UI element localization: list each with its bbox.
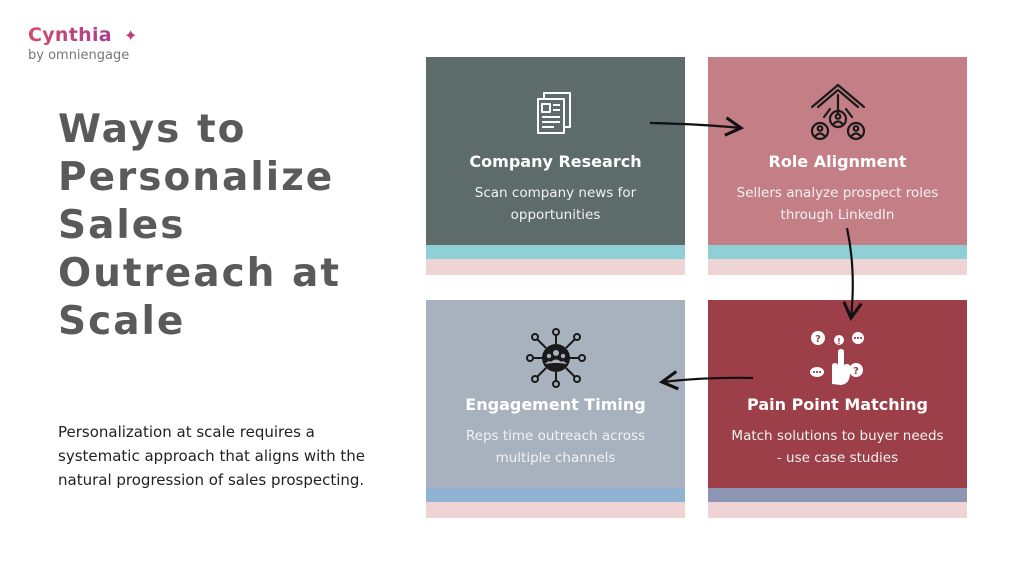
card-stripe bbox=[426, 245, 685, 259]
card-company-research: Company Research Scan company news for o… bbox=[426, 57, 685, 275]
card-band bbox=[426, 502, 685, 518]
description-text: Personalization at scale requires a syst… bbox=[58, 423, 366, 489]
title-line: Personalize bbox=[58, 155, 335, 200]
card-band bbox=[426, 259, 685, 275]
card-text: Match solutions to buyer needs - use cas… bbox=[731, 428, 944, 466]
card-title: Pain Point Matching bbox=[747, 395, 928, 414]
card-body bbox=[708, 57, 967, 245]
card-text: Sellers analyze prospect roles through L… bbox=[736, 185, 939, 223]
card-pain-point-matching: ? ? ! Pain Point Matching Match solution… bbox=[708, 300, 967, 518]
title-line: Ways to bbox=[58, 107, 247, 152]
card-body bbox=[426, 300, 685, 488]
hand-questions-icon: ? ? ! bbox=[809, 331, 864, 385]
newspaper-icon bbox=[536, 92, 571, 134]
card-title: Engagement Timing bbox=[465, 395, 646, 414]
title-line: Sales bbox=[58, 203, 186, 248]
card-stripe bbox=[708, 245, 967, 259]
svg-text:!: ! bbox=[837, 337, 841, 346]
card-body bbox=[708, 300, 967, 488]
brand-name: Cynthia bbox=[28, 24, 129, 46]
card-stripe bbox=[426, 488, 685, 502]
card-text: Scan company news for opportunities bbox=[474, 185, 637, 223]
card-band bbox=[708, 259, 967, 275]
sparkle-icon: ✦ bbox=[124, 26, 138, 45]
card-role-alignment: Role Alignment Sellers analyze prospect … bbox=[708, 57, 967, 275]
brand-tagline: by omniengage bbox=[28, 48, 130, 63]
brand-logo: Cynthia ✦ by omniengage bbox=[28, 24, 137, 63]
org-hierarchy-icon bbox=[810, 83, 865, 141]
card-title: Role Alignment bbox=[768, 152, 907, 171]
card-text: Reps time outreach across multiple chann… bbox=[465, 428, 646, 466]
title-line: Outreach at bbox=[58, 251, 341, 296]
card-title: Company Research bbox=[469, 152, 642, 171]
card-band bbox=[708, 502, 967, 518]
card-engagement-timing: Engagement Timing Reps time outreach acr… bbox=[426, 300, 685, 518]
card-body bbox=[426, 57, 685, 245]
svg-text:?: ? bbox=[853, 366, 859, 377]
card-stripe bbox=[708, 488, 967, 502]
title-line: Scale bbox=[58, 299, 186, 344]
svg-text:?: ? bbox=[815, 334, 821, 345]
page-title: Ways to Personalize Sales Outreach at Sc… bbox=[58, 106, 358, 346]
network-people-icon bbox=[525, 328, 586, 388]
